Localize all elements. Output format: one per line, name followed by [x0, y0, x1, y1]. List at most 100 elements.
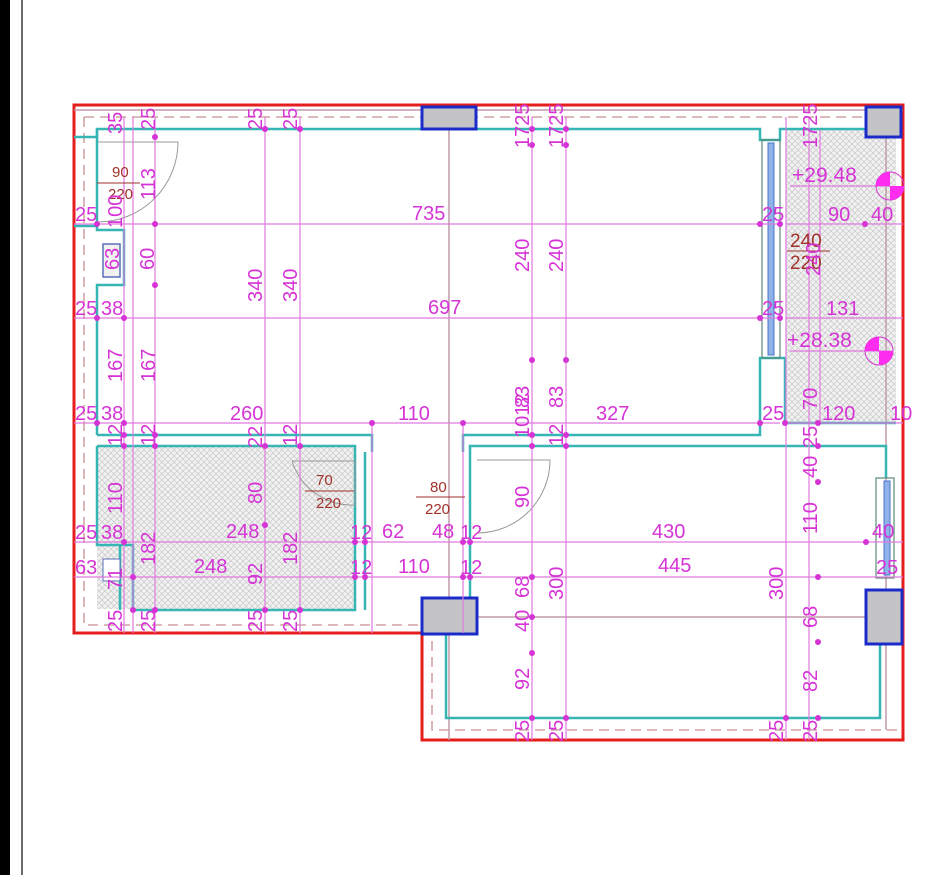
svg-text:248: 248 [194, 556, 227, 578]
vertical-dimensions: 35 25 25 25 1725 1725 1725 113 100 240 6… [102, 104, 825, 743]
svg-text:25: 25 [800, 426, 822, 448]
column-top-center [420, 105, 478, 131]
svg-text:38: 38 [101, 298, 123, 320]
svg-text:25: 25 [105, 610, 127, 632]
dimension-ticks [94, 126, 869, 721]
svg-text:260: 260 [230, 403, 263, 425]
svg-text:60: 60 [137, 248, 159, 270]
svg-text:25: 25 [546, 720, 568, 742]
svg-text:71: 71 [105, 568, 127, 590]
svg-text:40: 40 [512, 610, 534, 632]
left-divider-line [21, 0, 23, 875]
svg-text:240: 240 [546, 239, 568, 272]
svg-text:100: 100 [105, 195, 127, 228]
svg-text:80: 80 [430, 479, 447, 496]
svg-text:68: 68 [512, 576, 534, 598]
column-top-right [864, 105, 903, 139]
svg-text:12: 12 [460, 557, 482, 579]
door-label-hall: 80 220 [416, 479, 465, 518]
svg-text:340: 340 [245, 269, 267, 302]
svg-text:113: 113 [138, 168, 160, 200]
svg-text:83: 83 [512, 386, 534, 408]
svg-text:70: 70 [316, 472, 333, 489]
svg-text:12: 12 [138, 424, 160, 446]
svg-text:12: 12 [460, 522, 482, 544]
svg-text:25: 25 [75, 204, 97, 226]
door-label-entry: 90 220 [97, 164, 140, 203]
svg-text:40: 40 [872, 521, 894, 543]
svg-text:1725: 1725 [512, 104, 534, 149]
niche-box-small [102, 558, 121, 582]
svg-text:25: 25 [75, 403, 97, 425]
level-marker-bottom [864, 336, 894, 366]
horizontal-dimensions: 25 735 25 90 40 25 38 697 25 131 25 38 2… [75, 203, 912, 579]
svg-text:35: 35 [105, 112, 127, 134]
svg-text:1725: 1725 [800, 104, 822, 149]
column-right [864, 588, 904, 646]
svg-text:25: 25 [512, 720, 534, 742]
svg-text:25: 25 [138, 108, 160, 130]
svg-text:83: 83 [546, 386, 568, 408]
svg-text:10: 10 [890, 403, 912, 425]
svg-text:92: 92 [245, 563, 267, 585]
svg-text:12: 12 [350, 522, 372, 544]
svg-text:25: 25 [876, 557, 898, 579]
svg-text:182: 182 [138, 532, 160, 565]
svg-text:240: 240 [790, 231, 822, 252]
svg-text:167: 167 [138, 349, 160, 382]
entry-door-swing [97, 141, 179, 223]
balcony-window [761, 139, 781, 359]
left-black-border [0, 0, 10, 875]
bathroom-door-swing [291, 460, 356, 506]
svg-text:445: 445 [658, 555, 691, 577]
svg-text:735: 735 [412, 203, 445, 225]
svg-text:220: 220 [425, 501, 450, 518]
svg-text:40: 40 [871, 204, 893, 226]
svg-text:82: 82 [800, 670, 822, 692]
level-label-top: +29.48 [792, 164, 857, 187]
svg-text:131: 131 [826, 298, 859, 320]
dashed-offset-line [83, 116, 900, 731]
svg-text:110: 110 [105, 482, 127, 514]
svg-text:697: 697 [428, 297, 461, 319]
svg-text:110: 110 [398, 403, 430, 425]
svg-text:1012: 1012 [512, 394, 534, 439]
svg-text:25: 25 [280, 610, 302, 632]
svg-text:25: 25 [280, 108, 302, 130]
svg-text:12: 12 [105, 424, 127, 446]
door-label-balcony: 240 220 [787, 231, 830, 274]
svg-text:110: 110 [398, 556, 430, 578]
svg-text:430: 430 [652, 521, 685, 543]
niche-box [102, 243, 121, 278]
svg-text:300: 300 [766, 567, 788, 600]
svg-text:300: 300 [546, 567, 568, 600]
svg-text:48: 48 [432, 521, 454, 543]
svg-text:63: 63 [75, 557, 97, 579]
building-outline [72, 103, 905, 742]
svg-text:90: 90 [828, 204, 850, 226]
svg-text:12: 12 [280, 424, 302, 446]
svg-text:80: 80 [245, 482, 267, 504]
svg-text:120: 120 [822, 403, 855, 425]
hall-door-swing [476, 459, 551, 534]
svg-text:25: 25 [138, 610, 160, 632]
svg-text:12: 12 [546, 424, 568, 446]
svg-text:38: 38 [101, 403, 123, 425]
svg-text:182: 182 [280, 532, 302, 565]
svg-text:340: 340 [280, 269, 302, 302]
svg-text:92: 92 [512, 668, 534, 690]
dimension-grid [74, 117, 903, 740]
svg-text:25: 25 [762, 204, 784, 226]
svg-text:1725: 1725 [546, 104, 568, 149]
svg-text:22: 22 [245, 426, 267, 448]
level-label-bottom: +28.38 [787, 329, 852, 352]
svg-text:25: 25 [75, 298, 97, 320]
door-label-bathroom: 70 220 [305, 472, 354, 512]
svg-text:240: 240 [803, 243, 825, 276]
svg-text:68: 68 [800, 606, 822, 628]
svg-text:40: 40 [800, 456, 822, 478]
column-mid [420, 596, 479, 636]
svg-text:110: 110 [800, 502, 822, 534]
svg-text:62: 62 [382, 521, 404, 543]
